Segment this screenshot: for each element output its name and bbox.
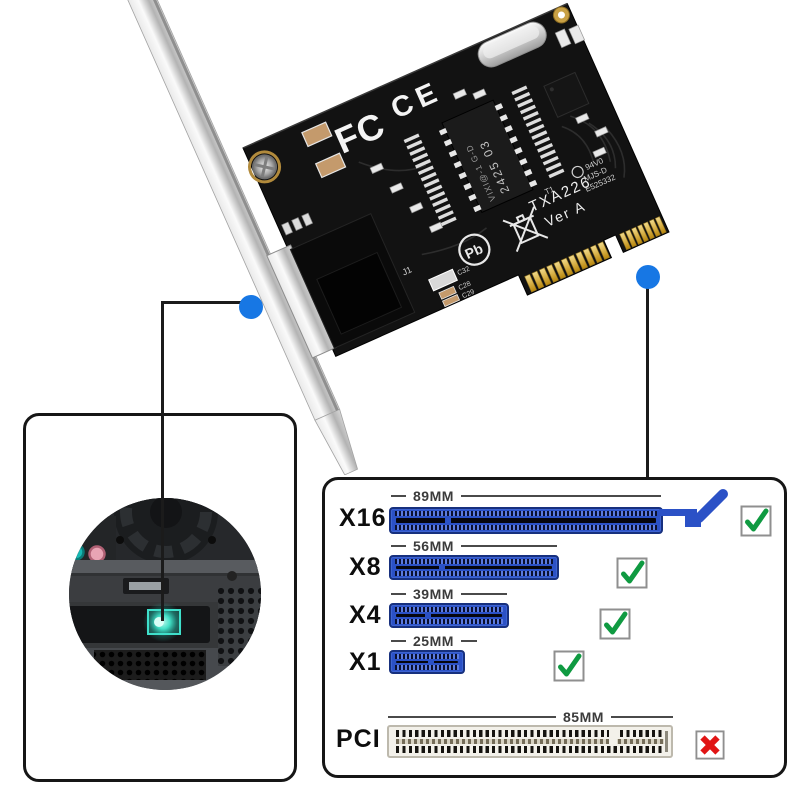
bottom-port (111, 694, 199, 711)
ethernet-controller-chip (543, 71, 590, 118)
bottom-cap-labels: C32 C28 C29 (456, 266, 476, 301)
pcie-latch (659, 489, 728, 527)
callout-dot-rj45 (239, 295, 263, 319)
svg-text:Pb: Pb (462, 240, 485, 262)
callout-line-to-lan-port (161, 301, 164, 621)
x8-slot-graphic (389, 555, 559, 580)
led-pads (281, 212, 314, 236)
inset-rear-panel-box (23, 413, 297, 782)
slot-length-label: 25MM (391, 633, 477, 649)
audio-jack-pink (88, 545, 106, 563)
silkscreen-j1: J1 (401, 264, 414, 277)
case-fan (114, 498, 218, 564)
pb-free-icon: Pb (458, 233, 491, 266)
rj45-port (266, 213, 416, 359)
slot-name: X8 (349, 553, 382, 581)
hex-vent (218, 588, 261, 666)
pcie-card-photo: J1 FC CE (124, 0, 670, 475)
check-icon (616, 557, 648, 589)
slot-compatibility-chart: X16 89MM X8 56MM (322, 477, 787, 778)
dip-footprints (403, 85, 565, 227)
check-icon (599, 608, 631, 640)
x4-slot-graphic (389, 603, 509, 628)
slot-name: PCI (336, 725, 381, 753)
check-icon (553, 650, 585, 682)
audio-jack-teal (69, 543, 85, 561)
x16-slot-graphic (389, 507, 663, 534)
callout-line-horizontal (162, 301, 248, 304)
x1-slot-graphic (389, 650, 465, 674)
mesh-vent (94, 650, 206, 680)
check-icon (740, 505, 772, 537)
silkscreen-t1: T1 (543, 184, 556, 196)
svg-text:C28: C28 (458, 280, 473, 292)
svg-text:C32: C32 (456, 266, 471, 278)
callout-dot-connector (636, 265, 660, 289)
bottom-capacitors (428, 268, 461, 308)
slot-length-label: 56MM (391, 538, 557, 554)
slot-name: X4 (349, 601, 382, 629)
smd-components (369, 24, 609, 234)
svg-text:C29: C29 (461, 289, 476, 301)
network-transformer: VIXI@-1 G-D 2425 03 (438, 99, 538, 214)
crystal-oscillator (477, 21, 547, 68)
bracket-screw-top (248, 150, 282, 184)
small-port (123, 578, 169, 594)
capacitors (301, 121, 347, 179)
cross-icon (695, 730, 725, 760)
rear-panel-photo (69, 498, 261, 711)
mounting-hole (552, 6, 570, 24)
pci-slot-graphic (387, 725, 673, 758)
slot-name: X16 (339, 504, 387, 532)
gold-edge-connector (524, 216, 667, 293)
slot-length-label: 39MM (391, 586, 507, 602)
weee-icon (502, 206, 549, 252)
callout-line-to-slot-chart (646, 288, 649, 478)
lan-port-led (143, 602, 183, 642)
slot-name: X1 (349, 648, 382, 676)
slot-length-label: 89MM (391, 488, 661, 504)
slot-length-label: 85MM (388, 709, 673, 725)
